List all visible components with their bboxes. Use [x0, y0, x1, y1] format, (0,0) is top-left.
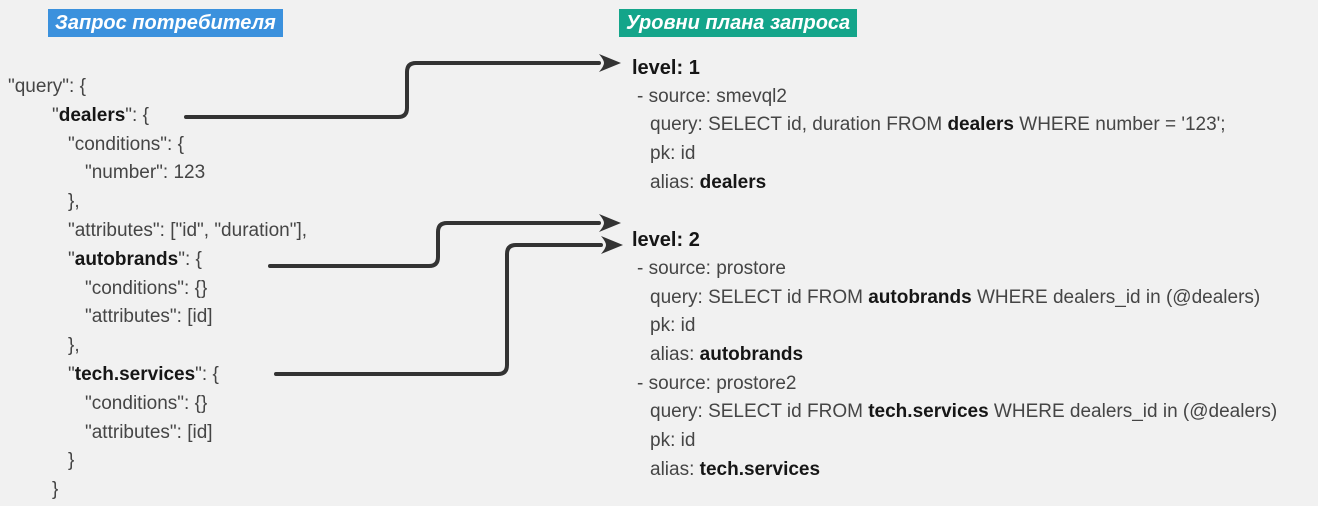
plain-text: } — [52, 479, 59, 501]
plain-text: pk: id — [650, 315, 696, 337]
plain-text: ": { — [195, 363, 219, 385]
plain-text: - source: prostore — [637, 257, 786, 279]
plain-text: "attributes": ["id", "duration"], — [68, 219, 308, 241]
plan-line: level: 1 — [632, 54, 1277, 83]
plain-text: query: SELECT id FROM — [650, 286, 869, 308]
code-line: "autobrands": { — [0, 246, 307, 275]
entity-name-text: dealers — [699, 171, 767, 193]
plain-text: "attributes": [id] — [85, 421, 213, 443]
code-line: }, — [0, 188, 307, 217]
code-line: "conditions": {} — [0, 275, 307, 304]
code-line: "attributes": [id] — [0, 419, 307, 448]
plain-text: ": { — [125, 104, 149, 126]
plain-text: " — [52, 104, 59, 126]
entity-name-text: tech.services — [868, 401, 989, 423]
plain-text: "query": { — [8, 76, 86, 97]
entity-name-text: level: 1 — [632, 57, 700, 79]
code-line: "query": { — [0, 73, 307, 102]
plan-line: query: SELECT id FROM tech.services WHER… — [632, 398, 1277, 427]
entity-name-text: autobrands — [74, 248, 179, 270]
plain-text: alias: — [650, 343, 700, 365]
plan-line: query: SELECT id FROM autobrands WHERE d… — [632, 284, 1277, 313]
plain-text: pk: id — [650, 143, 696, 165]
plain-text: "conditions": { — [68, 133, 184, 155]
entity-name-text: autobrands — [868, 286, 972, 308]
entity-name-text: autobrands — [699, 343, 804, 365]
entity-name-text: dealers — [58, 104, 126, 126]
query-plan-text: level: 1 - source: smevql2 query: SELECT i… — [632, 54, 1277, 484]
plan-line: alias: autobrands — [632, 341, 1277, 370]
code-line: "dealers": { — [0, 102, 307, 131]
code-line: "conditions": { — [0, 131, 307, 160]
plan-line: query: SELECT id, duration FROM dealers … — [632, 111, 1277, 140]
plan-line: - source: prostore2 — [632, 370, 1277, 399]
plain-text: "number": 123 — [85, 162, 206, 184]
code-line: "conditions": {} — [0, 390, 307, 419]
plan-line: pk: id — [632, 140, 1277, 169]
plan-line: alias: tech.services — [632, 456, 1277, 485]
plain-text: - source: prostore2 — [637, 372, 797, 394]
entity-name-text: dealers — [947, 114, 1014, 136]
plan-line: pk: id — [632, 427, 1277, 456]
consumer-query-title: Запрос потребителя — [48, 9, 283, 37]
query-plan-levels-title: Уровни плана запроса — [619, 9, 858, 37]
plan-line: - source: smevql2 — [632, 83, 1277, 112]
plain-text: " — [68, 248, 75, 270]
plain-text: }, — [68, 335, 80, 357]
code-line: "number": 123 — [0, 159, 307, 188]
entity-name-text: level: 2 — [632, 229, 700, 252]
plan-line: - source: prostore — [632, 255, 1277, 284]
entity-name-text: tech.services — [699, 458, 821, 480]
code-line: } — [0, 447, 307, 476]
plain-text: alias: — [650, 171, 700, 193]
plain-text: } — [68, 450, 75, 472]
plain-text: query: SELECT id FROM — [650, 401, 869, 423]
plain-text: "attributes": [id] — [85, 306, 213, 328]
plain-text: "conditions": {} — [85, 277, 208, 299]
code-line: } — [0, 476, 307, 505]
plain-text: ": { — [178, 248, 202, 270]
plain-text: " — [68, 363, 75, 385]
plain-text: pk: id — [650, 429, 696, 451]
arrow-autobrands-to-level2 — [268, 214, 621, 268]
entity-name-text: tech.services — [74, 363, 196, 385]
plain-text: WHERE dealers_id in (@dealers) — [971, 286, 1261, 308]
plan-line: pk: id — [632, 312, 1277, 341]
plain-text: alias: — [650, 458, 700, 480]
plain-text: "conditions": {} — [85, 392, 208, 414]
plan-line — [632, 197, 1277, 226]
code-line: }, — [0, 332, 307, 361]
plain-text: }, — [68, 191, 80, 213]
code-line: "tech.services": { — [0, 361, 307, 390]
plan-line: alias: dealers — [632, 169, 1277, 198]
plain-text: WHERE number = '123'; — [1013, 114, 1226, 136]
code-line: "attributes": [id] — [0, 303, 307, 332]
plain-text: - source: smevql2 — [637, 85, 787, 107]
code-line: "attributes": ["id", "duration"], — [0, 217, 307, 246]
arrow-tech-services-to-level2 — [274, 236, 623, 376]
plan-line: level: 2 — [632, 226, 1277, 255]
plain-text: query: SELECT id, duration FROM — [650, 114, 948, 136]
consumer-query-code: "query": {"dealers": {"conditions": {"nu… — [0, 73, 307, 505]
plain-text: WHERE dealers_id in (@dealers) — [988, 401, 1278, 423]
